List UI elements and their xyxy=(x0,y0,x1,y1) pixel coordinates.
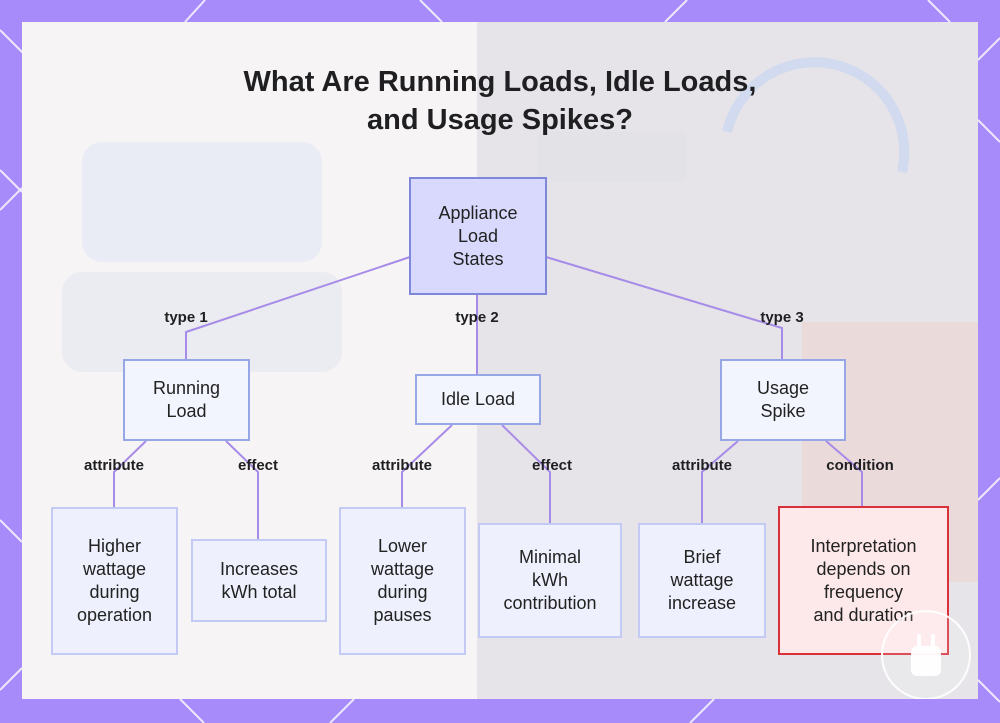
node-running-effect-label: Increases kWh total xyxy=(219,558,299,602)
node-spike-condition-label: Interpretation depends on frequency and … xyxy=(810,535,917,625)
edge-label-idle-attr: attribute xyxy=(372,457,432,474)
connector-lines xyxy=(113,256,863,541)
edge-label-idle-effect: effect xyxy=(531,457,573,474)
node-running-load-label: Running Load xyxy=(152,378,221,421)
node-idle-effect-label: Minimal kWh contribution xyxy=(503,547,597,613)
connector-root-running xyxy=(185,256,411,360)
node-usage-spike: Usage Spike xyxy=(720,359,846,441)
node-idle-load-label: Idle Load xyxy=(440,389,516,409)
title-line-2: and Usage Spikes? xyxy=(367,104,633,136)
plug-icon xyxy=(911,634,941,676)
edge-label-type1: type 1 xyxy=(164,309,208,326)
node-appliance-load-states: Appliance Load States xyxy=(409,177,547,295)
edge-label-running-attr: attribute xyxy=(84,457,144,474)
title-line-1: What Are Running Loads, Idle Loads, xyxy=(243,66,757,98)
connector-running-attr xyxy=(113,440,147,508)
edge-label-type2: type 2 xyxy=(455,309,499,326)
node-running-attribute: Higher wattage during operation xyxy=(51,507,178,655)
node-usage-spike-label: Usage Spike xyxy=(756,378,810,421)
node-running-load: Running Load xyxy=(123,359,250,441)
node-spike-attribute: Brief wattage increase xyxy=(638,523,766,638)
node-running-attribute-label: Higher wattage during operation xyxy=(76,536,153,625)
connector-spike-condition xyxy=(825,440,863,508)
node-idle-attribute: Lower wattage during pauses xyxy=(339,507,466,655)
node-root-label: Appliance Load States xyxy=(438,202,518,269)
edge-label-spike-condition: condition xyxy=(826,457,894,474)
edge-label-spike-attr: attribute xyxy=(672,457,732,474)
plug-badge xyxy=(881,610,971,699)
node-idle-load: Idle Load xyxy=(415,374,541,425)
connector-running-effect xyxy=(225,440,259,541)
edge-label-running-effect: effect xyxy=(237,457,279,474)
node-spike-attribute-label: Brief wattage increase xyxy=(667,547,737,613)
edge-label-type3: type 3 xyxy=(760,309,804,326)
diagram-title: What Are Running Loads, Idle Loads, and … xyxy=(22,63,978,139)
diagram-card: What Are Running Loads, Idle Loads, and … xyxy=(22,22,978,699)
node-running-effect: Increases kWh total xyxy=(191,539,327,622)
connector-spike-attr xyxy=(701,440,739,525)
node-idle-attribute-label: Lower wattage during pauses xyxy=(370,536,435,625)
connector-idle-effect xyxy=(501,424,551,525)
node-idle-effect: Minimal kWh contribution xyxy=(478,523,622,638)
connector-root-spike xyxy=(545,256,783,360)
connector-idle-attr xyxy=(401,424,453,508)
